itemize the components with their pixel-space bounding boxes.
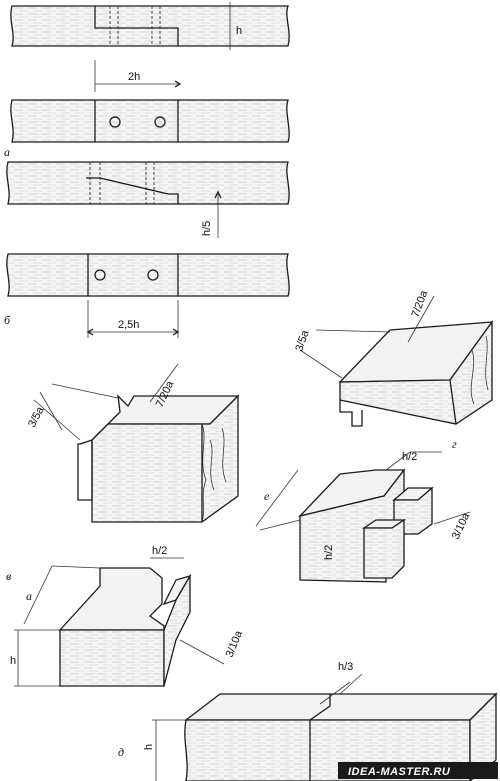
watermark-text: IDEA-MASTER.RU [348,766,451,778]
watermark-background [338,762,498,779]
g-7-20a-label: 7/20a [410,288,431,319]
v2-a-label: a [26,589,32,603]
bolt-icon [94,269,106,281]
dim-2h-label: 2h [128,71,140,83]
fig-b-plan-view: б [4,253,290,327]
fig-g-label: г [452,437,457,451]
fig-g-block: 3/5a 7/20a г [293,288,494,451]
d-h3-label: h/3 [338,661,353,673]
fig-v-label: в [6,569,11,583]
fig-v2-notched-block: h a h/2 3/10a в [6,545,246,687]
fig-d-lap-joint: h/3 h д [118,661,498,781]
fig-a-plan-view: а [4,99,290,159]
v-3-5a-label: 3/5a [26,404,47,429]
g-3-5a-label: 3/5a [293,328,311,353]
fig-b-label: б [4,313,11,327]
fig-v-dovetail-block: 3/5a 7/20a [26,363,240,523]
dim-2h: 2h [94,60,182,92]
bolt-icon [154,116,166,128]
fig-d-label: д [118,745,124,759]
fig-e-stepped-block: e h/2 h/2 3/10a [255,451,473,583]
dim-2-5h-label: 2,5h [118,319,139,331]
dim-2-5h: 2,5h [86,300,180,338]
e-h2-top-label: h/2 [402,451,417,463]
watermark: IDEA-MASTER.RU [338,762,498,779]
fig-b-side-view: h/5 [6,161,290,238]
v2-3-10a-label: 3/10a [224,628,246,659]
d-h-label: h [143,744,155,750]
bolt-icon [109,116,121,128]
v2-h-label: h [10,655,16,667]
dim-h5-label: h/5 [201,221,213,236]
bolt-icon [147,269,159,281]
v2-h2-label: h/2 [152,545,167,557]
fig-a-side-view: h [10,2,290,50]
fig-a-label: а [4,145,10,159]
e-h2-side-label: h/2 [323,545,335,560]
e-label: e [264,489,270,503]
dim-h-top-label: h [236,25,242,37]
e-3-10a-label: 3/10a [450,510,473,541]
